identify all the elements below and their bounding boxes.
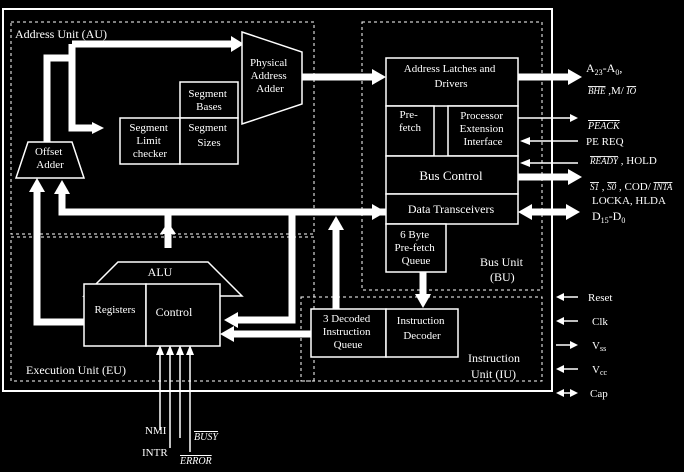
segment-limit-checker-block [119, 117, 181, 165]
ready-hold-label: READY , HOLD [589, 155, 657, 167]
decoded-queue-block [310, 308, 387, 358]
prefetch-label: Pre- fetch [399, 109, 421, 134]
prefetch-block [385, 105, 435, 157]
chip-boundary [2, 8, 553, 392]
bus-unit-region [361, 21, 543, 291]
databus-to-control-pipe [236, 212, 296, 324]
offset-adder-label: Offset Adder [35, 146, 65, 171]
status-label: S1 , S0 , COD/ INTA [590, 181, 673, 193]
databus-to-offset-pipe [58, 192, 386, 216]
registers-to-offset-pipe [33, 190, 84, 326]
address-unit-label: Address Unit (AU) [15, 27, 107, 41]
vss-label: Vss [592, 340, 606, 353]
address-to-physical-pipe [68, 40, 233, 132]
decoder-arrowhead [415, 294, 431, 308]
physical-adder-arrowhead [231, 36, 244, 52]
data-bus-right-arrowhead [566, 204, 580, 220]
segment-bases-label: Segment Bases [188, 88, 229, 113]
segment-limit-arrowhead [92, 122, 104, 134]
data-bus-left-arrowhead [518, 204, 532, 220]
right-pin-arrows [556, 293, 578, 397]
address-latches-label: Address Latches and Drivers [404, 63, 498, 90]
status-bus-arrowhead [568, 169, 582, 185]
reset-label: Reset [588, 292, 612, 304]
address-latches-block [385, 57, 519, 107]
transceiver-arrowhead [372, 204, 386, 220]
bhe-mio-label: BHE ,M/ IO [588, 85, 637, 97]
locka-hlda-label: LOCKA, HLDA [592, 195, 666, 207]
processor-extension-label: Processor Extension Interface [460, 110, 507, 148]
data-transceivers-block [385, 193, 519, 225]
address-bus-arrowhead [568, 69, 582, 85]
peack-label: PEACK [587, 121, 621, 132]
data-bus-label: D15-D0 [592, 209, 625, 225]
queue-up-arrowhead [328, 216, 344, 230]
error-label: ERROR [179, 456, 212, 467]
segment-sizes-label: Segment Sizes [188, 122, 229, 149]
offset-input2-arrowhead [54, 180, 70, 194]
decoded-queue-label: 3 Decoded Instruction Queue [323, 313, 373, 351]
offset-input-arrowhead [29, 178, 45, 192]
clk-label: Clk [592, 316, 608, 328]
instruction-decoder-block [385, 308, 459, 358]
physical-address-adder-label: Physical Address Adder [250, 57, 290, 95]
physical-address-adder [241, 30, 303, 126]
control-input-arrowhead [220, 326, 234, 342]
control-return-arrowhead [224, 312, 238, 328]
control-label: Control [156, 305, 193, 319]
bus-unit-label: Bus Unit(BU) [480, 255, 524, 284]
interrupt-input-lines [156, 345, 194, 452]
instruction-decoder-label: Instruction Decoder [397, 315, 447, 342]
address-bus-label: A23-A0, [586, 61, 622, 77]
intr-label: INTR [142, 447, 168, 459]
registers-label: Registers [95, 304, 136, 316]
offset-to-address-pipe [43, 54, 72, 142]
cap-label: Cap [590, 388, 608, 400]
execution-unit-label: Execution Unit (EU) [26, 363, 126, 377]
latches-arrowhead [372, 69, 386, 85]
data-transceivers-label: Data Transceivers [408, 202, 495, 216]
prefetch-queue-label: 6 Byte Pre-fetch Queue [394, 229, 437, 267]
bus-control-block [385, 155, 519, 195]
control-block [145, 283, 221, 347]
pe-signal-lines [518, 114, 578, 167]
processor-extension-block [447, 105, 519, 157]
bus-control-label: Bus Control [419, 168, 483, 183]
offset-adder [14, 141, 86, 179]
alu-input-arrowhead [160, 222, 176, 234]
segment-limit-checker-label: Segment Limit checker [129, 122, 170, 160]
vcc-label: Vcc [592, 364, 608, 377]
busy-label: BUSY [194, 432, 219, 443]
segment-sizes-block [179, 117, 239, 165]
pereq-label: PE REQ [586, 136, 624, 148]
nmi-label: NMI [145, 425, 167, 437]
prefetch-queue-block [385, 223, 447, 273]
alu-label: ALU [148, 265, 173, 279]
